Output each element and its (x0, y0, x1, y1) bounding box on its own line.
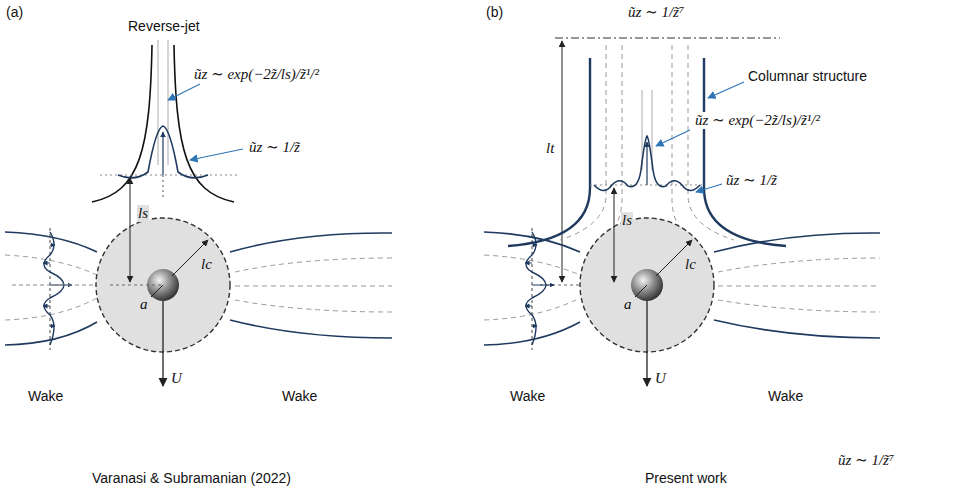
velocity-symbol: U (171, 370, 182, 387)
wake-label: Wake (768, 388, 803, 404)
radius-symbol: a (139, 296, 149, 313)
panel-letter: (a) (6, 4, 23, 20)
length-symbol: lc (684, 256, 697, 273)
scaling-law: ũz ∼ 1/z̃ (724, 172, 779, 189)
scaling-law: ũz ∼ 1/z̃⁷ (838, 452, 894, 469)
scaling-law: ũz ∼ exp(−2z̃/ls)/z̃¹/² (693, 112, 822, 129)
wake-label: Wake (28, 388, 63, 404)
velocity-symbol: U (655, 370, 666, 387)
radius-symbol: a (623, 296, 633, 313)
panel-letter: (b) (486, 4, 503, 20)
scaling-law: ũz ∼ 1/z̃ (247, 139, 302, 156)
wake-label: Wake (510, 388, 545, 404)
structure-label: Columnar structure (748, 68, 867, 84)
panel-caption: Varanasi & Subramanian (2022) (92, 470, 291, 486)
length-symbol: lt (544, 140, 556, 157)
scaling-law: ũz ∼ 1/z̃⁷ (628, 4, 684, 21)
length-symbol: ls (621, 212, 633, 229)
scaling-law: ũz ∼ exp(−2z̃/ls)/z̃¹/² (192, 66, 321, 83)
jet-label: Reverse-jet (128, 18, 200, 34)
panel-caption: Present work (645, 470, 727, 486)
wake-label: Wake (282, 388, 317, 404)
length-symbol: lc (200, 256, 213, 273)
length-symbol: ls (137, 205, 149, 222)
